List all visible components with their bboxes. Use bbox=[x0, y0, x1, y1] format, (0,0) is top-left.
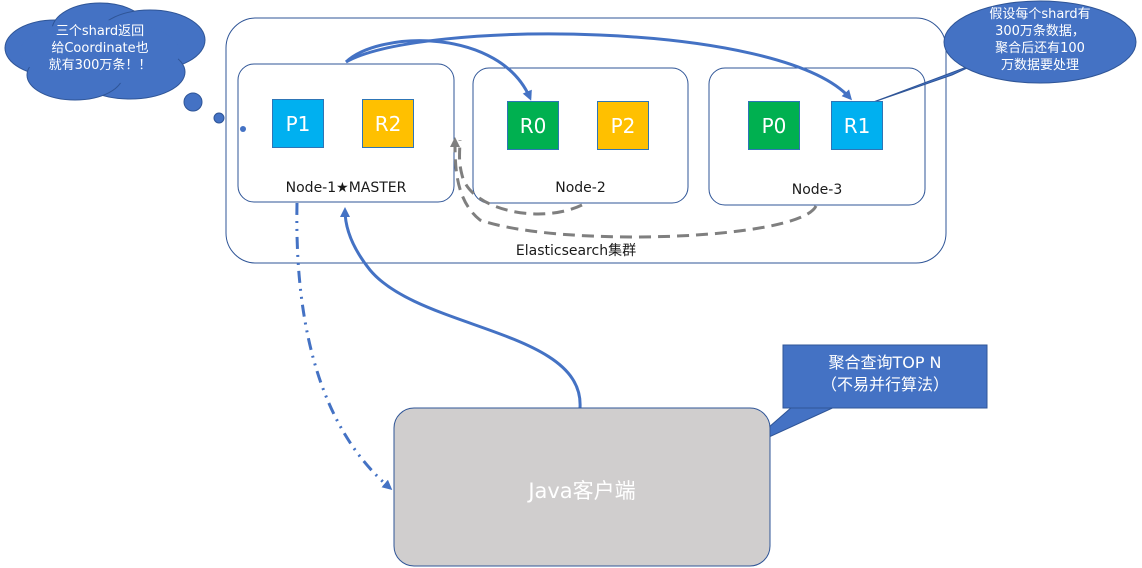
shard-r2-label: R2 bbox=[374, 111, 402, 136]
shard-callout-line-4: 万数据要处理 bbox=[1000, 58, 1079, 73]
node-2-label: Node-2 bbox=[555, 180, 606, 196]
thought-bubble-medium bbox=[213, 112, 225, 124]
shard-p0: P0 bbox=[748, 101, 800, 150]
shard-r1-label: R1 bbox=[843, 113, 871, 138]
client-label: Java客户端 bbox=[528, 479, 636, 503]
client-box bbox=[393, 407, 771, 567]
query-callout-text: 聚合查询TOP N （不易并行算法） bbox=[783, 352, 987, 396]
shard-callout-line-3: 聚合后还有100 bbox=[995, 41, 1085, 56]
thought-cloud bbox=[4, 2, 246, 132]
shard-callout-line-2: 300万条数据， bbox=[995, 24, 1085, 39]
shard-p1-label: P1 bbox=[285, 111, 311, 136]
dashed-return-node3 bbox=[450, 137, 818, 239]
node-3-label: Node-3 bbox=[791, 182, 843, 198]
thought-cloud-line-2: 给Coordinate也 bbox=[51, 41, 149, 56]
thought-cloud-text: 三个shard返回 给Coordinate也 就有300万条！！ bbox=[30, 23, 170, 74]
thought-bubble-large bbox=[183, 92, 203, 112]
shard-callout-text: 假设每个shard有 300万条数据， 聚合后还有100 万数据要处理 bbox=[968, 6, 1112, 74]
shard-p2-label: P2 bbox=[610, 113, 636, 138]
arrow-node1-to-client bbox=[295, 202, 393, 490]
shard-r1: R1 bbox=[831, 101, 883, 150]
shard-callout-line-1: 假设每个shard有 bbox=[989, 7, 1091, 22]
query-callout-shape bbox=[744, 344, 988, 449]
thought-cloud-line-3: 就有300万条！！ bbox=[48, 58, 152, 73]
query-callout-line-2: （不易并行算法） bbox=[820, 375, 949, 394]
shard-p2: P2 bbox=[597, 101, 649, 150]
query-callout-line-1: 聚合查询TOP N bbox=[828, 353, 942, 372]
shard-p1: P1 bbox=[272, 99, 324, 148]
node-1-box bbox=[237, 63, 455, 203]
thought-bubble-small bbox=[240, 126, 246, 132]
thought-cloud-line-1: 三个shard返回 bbox=[55, 24, 145, 39]
shard-r2: R2 bbox=[362, 99, 414, 148]
arrow-client-to-node1 bbox=[340, 207, 582, 409]
shard-r0-label: R0 bbox=[519, 113, 547, 138]
dashed-return-node2 bbox=[458, 139, 583, 216]
arrow-node1-to-r1 bbox=[345, 32, 853, 101]
shard-r0: R0 bbox=[507, 101, 559, 150]
shard-p0-label: P0 bbox=[761, 113, 787, 138]
node-1-label: Node-1★MASTER bbox=[285, 180, 407, 196]
cluster-label: Elasticsearch集群 bbox=[515, 243, 637, 259]
shard-callout-shape bbox=[867, 0, 1137, 105]
arrow-node1-to-r0 bbox=[344, 39, 532, 101]
